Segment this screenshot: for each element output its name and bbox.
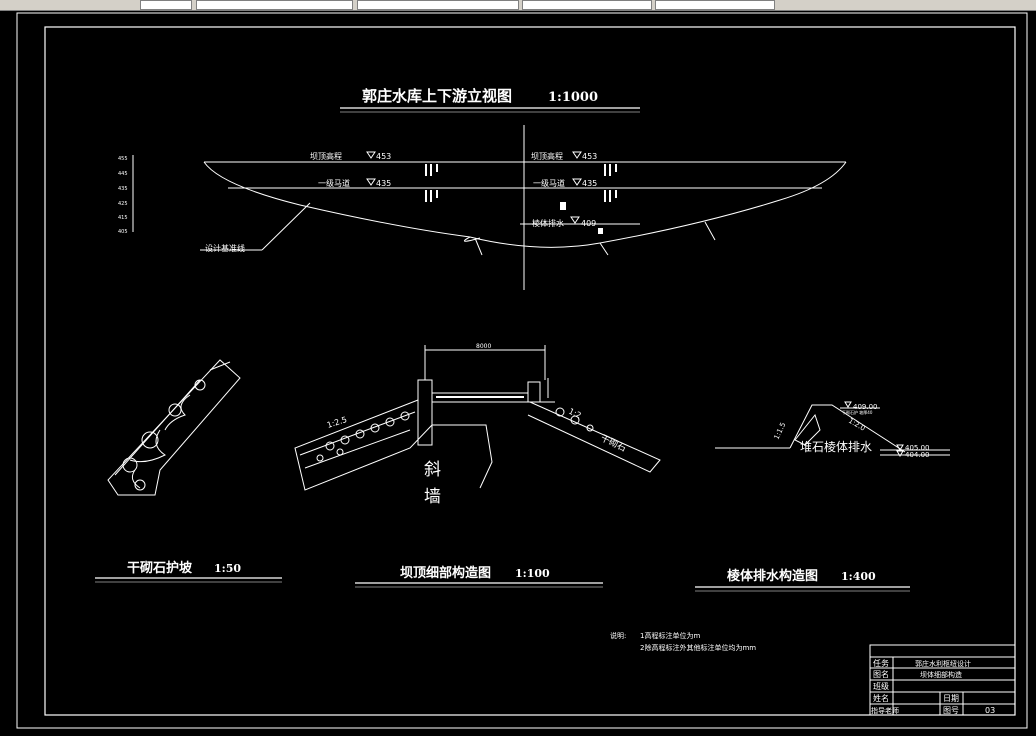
- layer-dropdown[interactable]: [196, 0, 353, 10]
- berm-label-right: 一级马道: [533, 178, 565, 188]
- dry-stone-hatch: [114, 361, 231, 489]
- slope-right-label: 1:2: [567, 407, 582, 421]
- scale-tick: 415: [118, 215, 128, 221]
- cad-drawing: 455 445 435 425 415 405 坝顶高程 453 坝顶高程 45…: [16, 12, 1028, 729]
- stone: [141, 431, 159, 449]
- drawing-no-value: 03: [985, 706, 995, 715]
- downstream-slope: [527, 401, 661, 473]
- toe-marker-1: [844, 401, 852, 408]
- cad-toolbar: [0, 0, 1036, 11]
- scale-tick: 405: [118, 229, 128, 235]
- upstream-layers: [299, 411, 416, 469]
- berm-value-right: 435: [582, 179, 597, 188]
- toe-marker-3: [896, 450, 904, 457]
- drain-label: 棱体排水: [532, 218, 564, 228]
- scale-tick-labels: 455 445 435 425 415 405: [118, 156, 128, 235]
- dry-slope-scale: 1:50: [214, 562, 241, 575]
- date-label: 日期: [943, 694, 959, 703]
- upstream-slope: [294, 399, 433, 491]
- level-marks: [425, 164, 617, 234]
- crest-value-left: 453: [376, 152, 391, 161]
- notes: 说明: 1高程标注单位为m 2除高程标注外其他标注单位均为mm: [610, 631, 756, 652]
- drain-value: 409: [581, 219, 596, 228]
- crest-label-right: 坝顶高程: [531, 151, 563, 161]
- stone: [194, 379, 206, 391]
- drawing-viewport[interactable]: 455 445 435 425 415 405 坝顶高程 453 坝顶高程 45…: [0, 11, 1036, 732]
- crest-label-left: 坝顶高程: [310, 151, 342, 161]
- dry-slope-title: 干砌石护坡: [127, 560, 193, 576]
- toe-drain-detail: [715, 401, 950, 457]
- class-label: 班级: [873, 681, 889, 691]
- toe-note: 干砌石护 坡厚40: [842, 409, 873, 415]
- crest-value-right: 453: [582, 152, 597, 161]
- inclined-wall-label-2: 墙: [424, 487, 441, 507]
- toe-elev-2: 405.00: [905, 444, 930, 452]
- task-label: 任务: [873, 658, 889, 668]
- crest-marker-left: [366, 151, 376, 159]
- crest-stones: [316, 396, 594, 462]
- toe-drain-title: 棱体排水构造图: [727, 568, 818, 584]
- drain-marker: [570, 216, 580, 224]
- crest-width-dim: 8000: [476, 343, 491, 350]
- berm-label-left: 一级马道: [318, 178, 350, 188]
- scale-tick: 435: [118, 186, 128, 192]
- note-1: 1高程标注单位为m: [640, 631, 700, 640]
- task-value: 郭庄水利枢纽设计: [915, 659, 971, 668]
- scale-tick: 445: [118, 171, 128, 177]
- ground-profile: [203, 161, 847, 248]
- berm-marker-left: [366, 178, 376, 186]
- toe-slope-1: 1:1.5: [773, 421, 788, 441]
- crest-detail: [294, 345, 661, 491]
- toe-elev-3: 404.00: [905, 451, 930, 459]
- design-line-leader: [261, 202, 311, 251]
- crest-detail-scale: 1:100: [515, 567, 550, 580]
- toe-drain-label: 堆石棱体排水: [800, 439, 872, 454]
- title-block: [869, 644, 1016, 716]
- inclined-wall-label-1: 斜: [424, 460, 441, 480]
- toe-drain-scale: 1:400: [841, 570, 876, 583]
- elevation-scale: 1:1000: [548, 90, 598, 105]
- linetype-dropdown[interactable]: [522, 0, 652, 10]
- crest-marker-right: [572, 151, 582, 159]
- color-dropdown[interactable]: [357, 0, 519, 10]
- inclined-wall-leader: [432, 424, 493, 489]
- toolbar-icons[interactable]: [140, 0, 192, 10]
- toe-marker-2: [896, 444, 904, 451]
- stone: [122, 457, 138, 473]
- notes-heading: 说明:: [610, 631, 626, 640]
- elevation-view: [132, 125, 847, 290]
- scale-tick: 425: [118, 201, 128, 207]
- slope-left-label: 1:2.5: [326, 415, 348, 430]
- toe-elev-1: 409.00: [853, 403, 878, 411]
- dry-stone-slope-detail: [107, 359, 241, 496]
- toe-drain-outline: [789, 404, 906, 453]
- stone: [134, 479, 146, 491]
- lineweight-dropdown[interactable]: [655, 0, 775, 10]
- crest-curb-right: [527, 381, 541, 403]
- stone: [168, 403, 182, 417]
- profile-ticks: [463, 221, 716, 256]
- toe-slope-2: 1:2.0: [847, 417, 867, 433]
- berm-value-left: 435: [376, 179, 391, 188]
- dry-stone-outline: [107, 359, 241, 496]
- berm-marker-right: [572, 178, 582, 186]
- drawing-no-label: 图号: [943, 706, 959, 715]
- name-label: 姓名: [873, 693, 889, 703]
- dry-stone-label: 干砌石: [599, 433, 628, 454]
- drawing-name-value: 坝体细部构造: [920, 670, 962, 679]
- outer-frame: [16, 12, 1028, 729]
- crest-detail-title: 坝顶细部构造图: [400, 565, 491, 581]
- wave-wall-left: [417, 379, 433, 446]
- note-2: 2除高程标注外其他标注单位均为mm: [640, 643, 756, 652]
- toe-stones: [794, 413, 821, 446]
- drawing-name-label: 图名: [873, 669, 889, 679]
- teacher-label: 指导老师: [871, 706, 899, 715]
- elevation-title: 郭庄水库上下游立视图: [362, 87, 512, 105]
- design-line-label: 设计基准线: [205, 243, 245, 253]
- scale-tick: 455: [118, 156, 128, 162]
- inner-frame: [44, 26, 1016, 716]
